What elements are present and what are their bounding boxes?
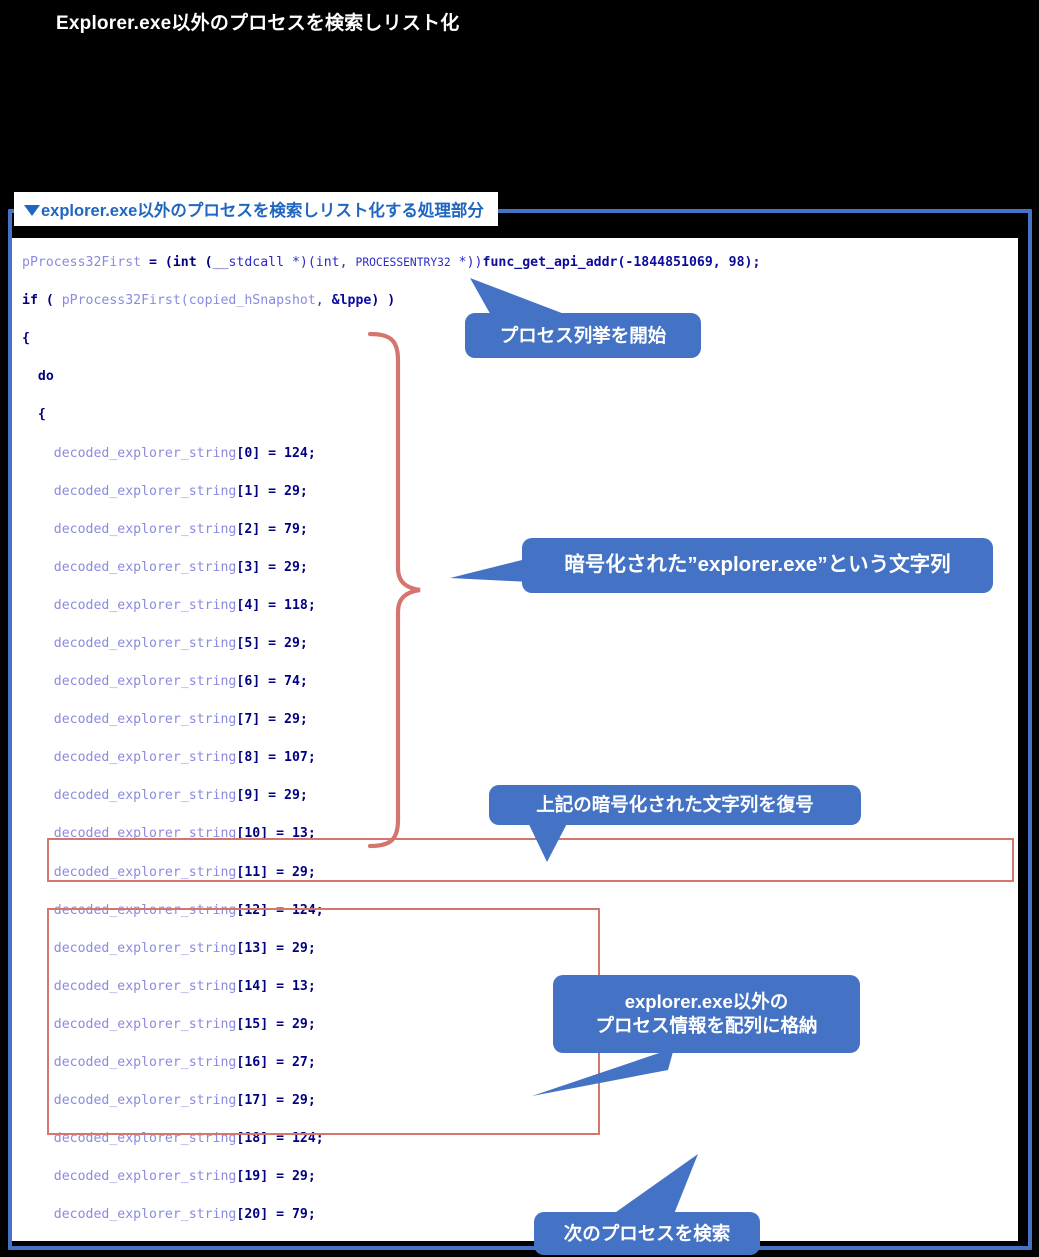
section-banner-label: explorer.exe以外のプロセスを検索しリスト化する処理部分 — [41, 202, 484, 220]
code-line: decoded_explorer_string[10] = 13; — [22, 826, 316, 842]
callout-enum-label: プロセス列挙を開始 — [499, 324, 667, 346]
callout-decode-string: 上記の暗号化された文字列を復号 — [489, 785, 861, 825]
callout-encrypted-string: 暗号化された”explorer.exe”という文字列 — [522, 538, 993, 593]
highlight-box-store-process — [47, 908, 600, 1135]
code-line: decoded_explorer_string[0] = 124; — [22, 445, 316, 461]
code-line: decoded_explorer_string[8] = 107; — [22, 750, 316, 766]
callout-store-process: explorer.exe以外の プロセス情報を配列に格納 — [553, 975, 860, 1053]
callout-tail-encrypted — [450, 558, 530, 582]
code-line: decoded_explorer_string[11] = 29; — [22, 864, 316, 880]
code-line: decoded_explorer_string[1] = 29; — [22, 483, 308, 499]
code-line: decoded_explorer_string[14] = 13; — [22, 978, 316, 994]
callout-tail-store — [532, 1048, 674, 1096]
code-line: decoded_explorer_string[7] = 29; — [22, 712, 308, 728]
callout-tail-next — [602, 1154, 698, 1224]
code-line: { — [22, 331, 30, 347]
code-line: decoded_explorer_string[6] = 74; — [22, 674, 308, 690]
callout-next-process: 次のプロセスを検索 — [534, 1212, 760, 1255]
code-line: { — [22, 407, 46, 423]
code-line: decoded_explorer_string[4] = 118; — [22, 597, 316, 613]
code-line: decoded_explorer_string[20] = 79; — [22, 1207, 316, 1223]
callout-decode-label: 上記の暗号化された文字列を復号 — [536, 794, 814, 816]
highlight-box-decode-loop — [47, 838, 1014, 882]
code-listing: pProcess32First = (int (__stdcall *)(int… — [22, 238, 927, 1241]
callout-next-label: 次のプロセスを検索 — [563, 1222, 731, 1244]
callout-store-label-line2: プロセス情報を配列に格納 — [595, 1015, 818, 1036]
code-line: decoded_explorer_string[17] = 29; — [22, 1093, 316, 1109]
section-banner: explorer.exe以外のプロセスを検索しリスト化する処理部分 — [14, 192, 498, 226]
code-line: decoded_explorer_string[16] = 27; — [22, 1055, 316, 1071]
code-line: decoded_explorer_string[19] = 29; — [22, 1169, 316, 1185]
callout-store-label-line1: explorer.exe以外の — [624, 991, 789, 1013]
code-line: decoded_explorer_string[15] = 29; — [22, 1016, 316, 1032]
code-line: decoded_explorer_string[13] = 29; — [22, 940, 316, 956]
content-frame — [8, 209, 1032, 1250]
page-title: Explorer.exe以外のプロセスを検索しリスト化 — [56, 13, 460, 34]
code-line: pProcess32First = (int (__stdcall *)(int… — [22, 255, 761, 271]
code-panel: pProcess32First = (int (__stdcall *)(int… — [12, 238, 1018, 1241]
callout-enum-start: プロセス列挙を開始 — [465, 313, 701, 358]
code-line: decoded_explorer_string[9] = 29; — [22, 788, 308, 804]
code-line: do — [22, 369, 54, 385]
code-line: decoded_explorer_string[2] = 79; — [22, 521, 308, 537]
callout-encrypted-label: 暗号化された”explorer.exe”という文字列 — [564, 553, 951, 577]
code-line: decoded_explorer_string[5] = 29; — [22, 635, 308, 651]
code-line: decoded_explorer_string[3] = 29; — [22, 559, 308, 575]
triangle-down-icon — [24, 204, 40, 216]
code-line: if ( pProcess32First(copied_hSnapshot, &… — [22, 293, 396, 309]
code-line: decoded_explorer_string[12] = 124; — [22, 902, 324, 918]
